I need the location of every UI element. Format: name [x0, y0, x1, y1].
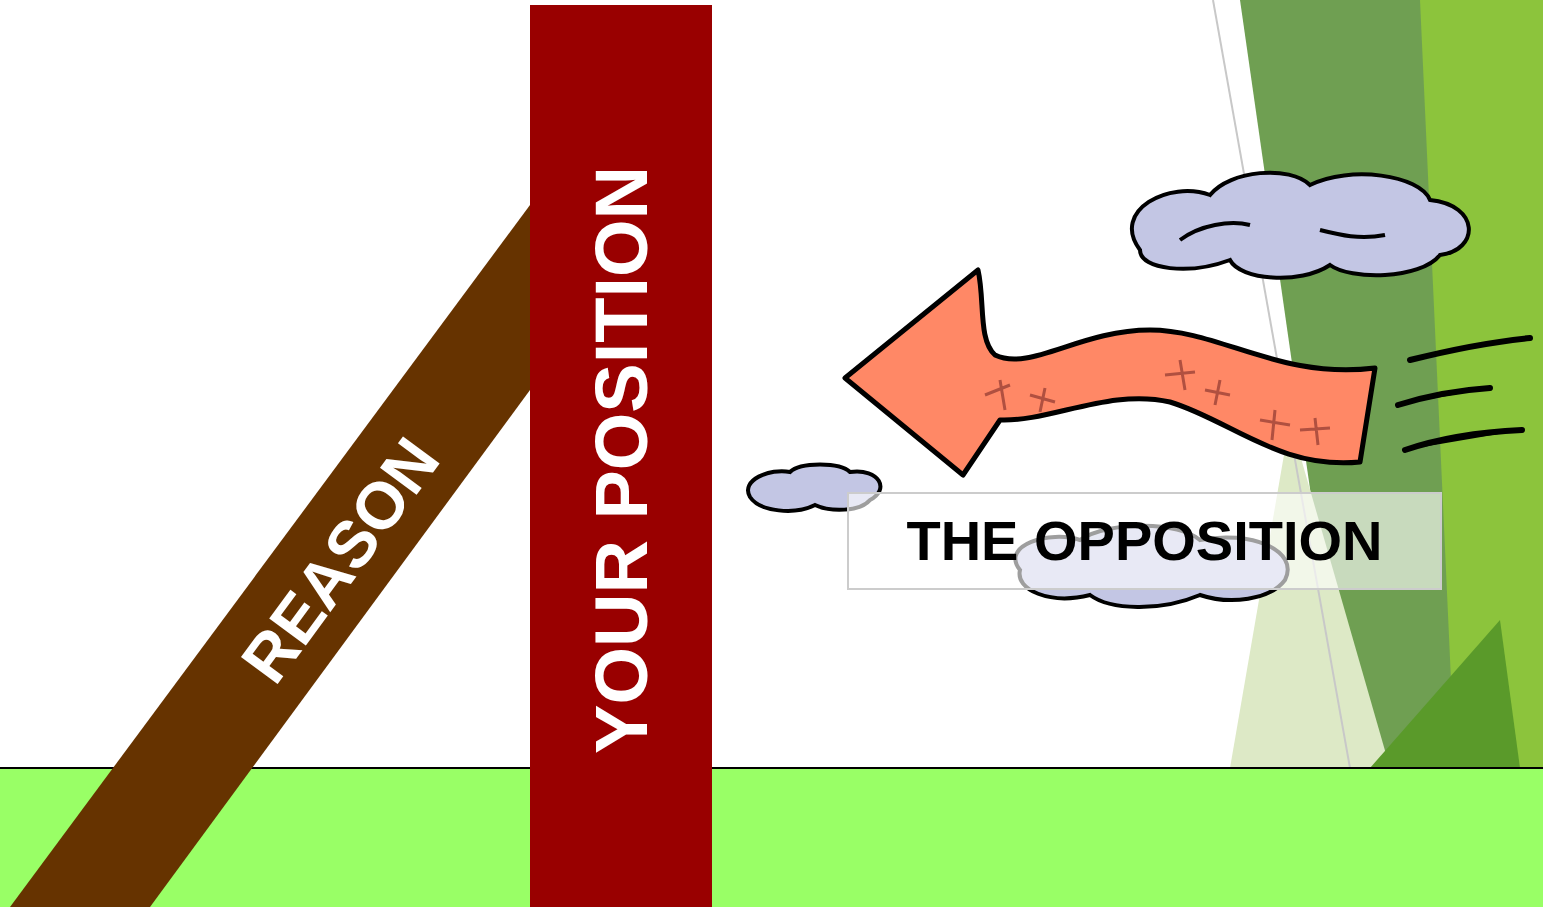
beam-fill [10, 205, 530, 907]
motion-lines [1398, 338, 1530, 450]
reason-beam: REASON [10, 205, 530, 907]
green-stripe [1370, 620, 1520, 768]
node-label: YOUR POSITION [585, 166, 659, 754]
opposition-box: THE OPPOSITION [847, 492, 1442, 590]
beam-shape [10, 205, 530, 907]
cloud [1132, 173, 1469, 278]
cloud-detail [1180, 223, 1385, 240]
arrow-stitches [985, 360, 1330, 445]
node-label: THE OPPOSITION [906, 513, 1382, 569]
opposition-arrow [845, 270, 1375, 475]
position-bar: YOUR POSITION [530, 5, 712, 907]
clouds [748, 173, 1469, 607]
